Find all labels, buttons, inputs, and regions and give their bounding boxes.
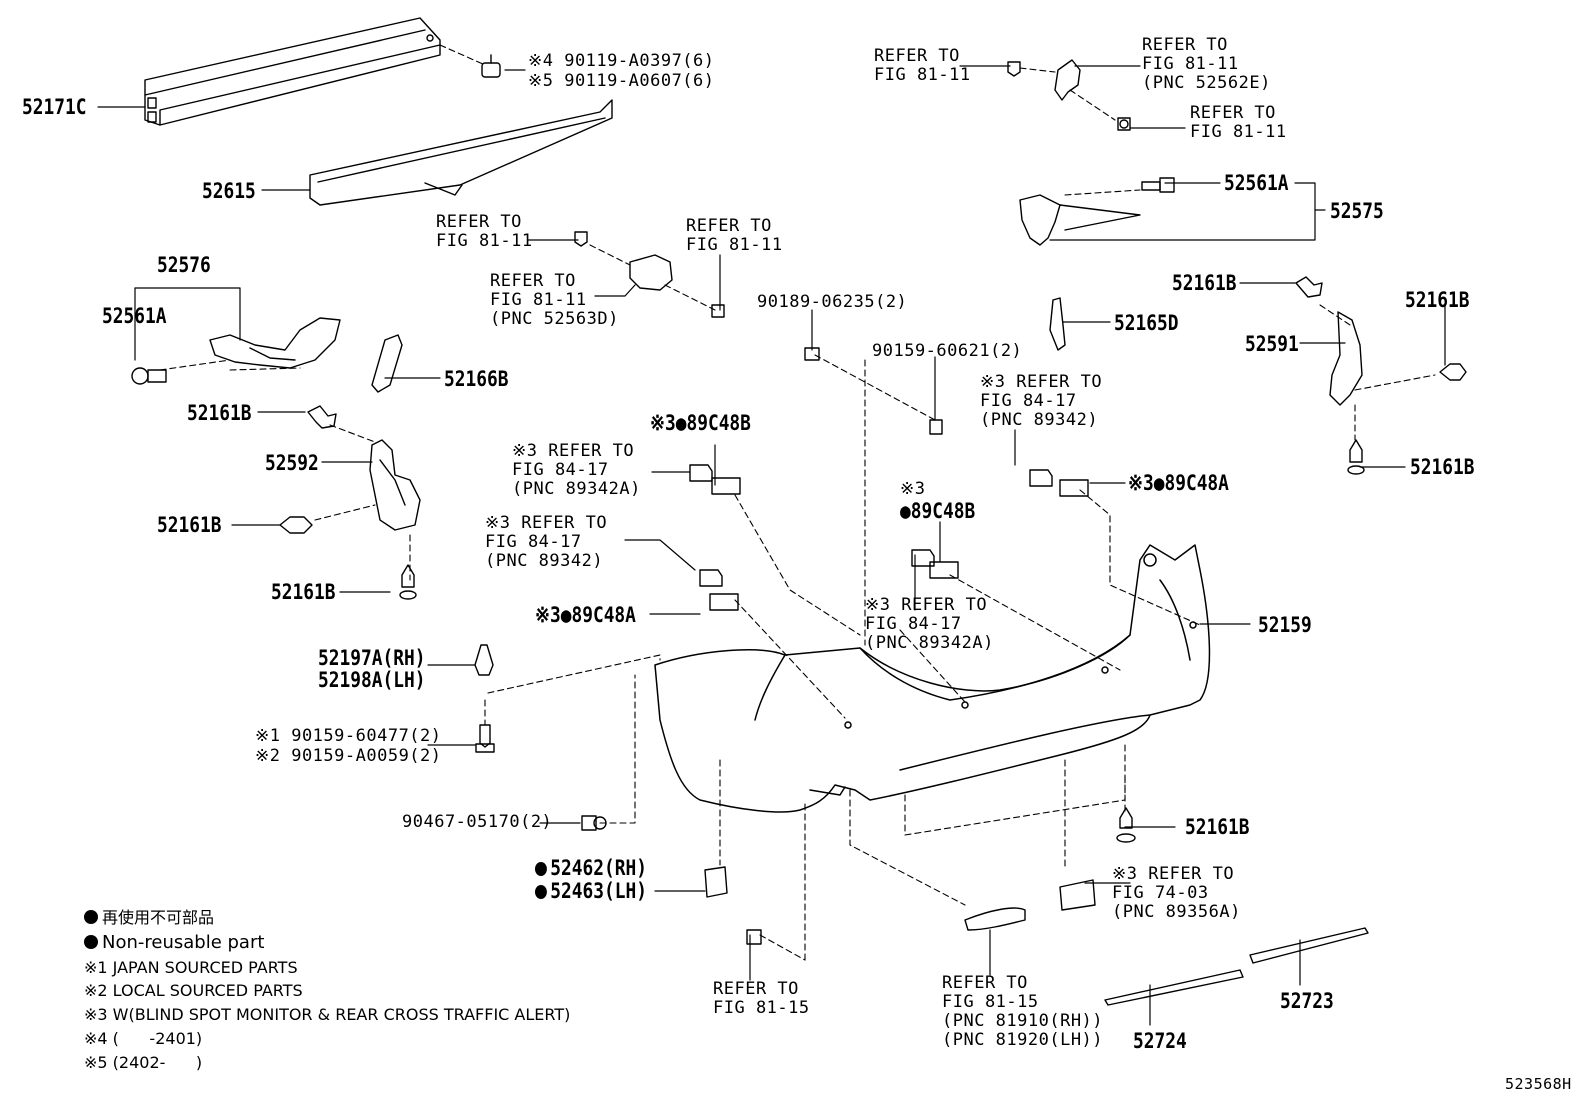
non-reusable-dot-icon — [84, 910, 98, 924]
retainer-52591 — [1295, 276, 1467, 475]
nut-90189-label: 90189-06235(2) — [757, 292, 908, 312]
bolt-90119-a0607-label: ※5 90119-A0607(6) — [528, 71, 715, 91]
refer-fig-81-15-right: REFER TO FIG 81-15 (PNC 81910(RH)) (PNC … — [942, 973, 1104, 1050]
clip-90467-label: 90467-05170(2) — [402, 812, 553, 832]
legend-jp-text: 再使用不可部品 — [102, 908, 215, 927]
refer-fig-84-17-pnc-89342a-left: ※3 REFER TO FIG 84-17 (PNC 89342A) — [512, 441, 641, 499]
legend-note-1: ※1 JAPAN SOURCED PARTS — [84, 958, 298, 977]
part-52575-label: 52575 — [1330, 199, 1384, 223]
non-reusable-dot-icon — [535, 862, 547, 876]
part-52561a-right-label: 52561A — [1224, 171, 1289, 195]
bumper-cover-52159[interactable] — [654, 544, 1211, 813]
assembly-lines — [159, 44, 1436, 961]
legend-note-2: ※2 LOCAL SOURCED PARTS — [84, 981, 303, 1000]
retainer-52592 — [369, 439, 421, 531]
part-52165d-label: 52165D — [1114, 311, 1179, 335]
legend-note-3: ※3 W(BLIND SPOT MONITOR & REAR CROSS TRA… — [84, 1005, 571, 1024]
part-52161b-lower-label: 52161B — [1185, 815, 1250, 839]
nut-90189 — [804, 347, 943, 435]
legend-item-non-reusable: Non-reusable part — [84, 931, 264, 954]
part-52161b-label-1: 52161B — [187, 401, 252, 425]
sensors — [689, 464, 1089, 611]
part-89c48a-right-label: ※3●89C48A — [1128, 471, 1229, 495]
screw-90159-a0059-label: ※2 90159-A0059(2) — [255, 746, 442, 766]
lower-parts — [746, 807, 1369, 1006]
part-89c48b-mid-label: ●89C48B — [900, 499, 976, 523]
part-52592-label: 52592 — [265, 451, 319, 475]
part-52166b-label: 52166B — [444, 367, 509, 391]
bracket-52563d — [574, 231, 725, 318]
part-52724-label: 52724 — [1133, 1029, 1187, 1053]
bolt-90119 — [481, 54, 501, 78]
bolt-90119-a0397-label: ※4 90119-A0397(6) — [528, 51, 715, 71]
non-reusable-dot-icon — [84, 935, 98, 949]
legend-item-jp: 再使用不可部品 — [84, 906, 214, 929]
refer-fig-81-11-mid2: REFER TO FIG 81-11 — [686, 216, 783, 255]
refer-fig-84-17-pnc-89342-left: ※3 REFER TO FIG 84-17 (PNC 89342) — [485, 513, 608, 571]
part-52197a-label: 52197A(RH) — [318, 646, 426, 670]
leader-lines — [97, 65, 1446, 1026]
part-52576-label: 52576 — [157, 253, 211, 277]
clip-52197a — [474, 644, 607, 831]
part-52463-label: 52463(LH) — [535, 880, 647, 903]
refer-fig-84-17-pnc-89342a-center: ※3 REFER TO FIG 84-17 (PNC 89342A) — [865, 595, 994, 653]
part-52462-label: 52462(RH) — [535, 857, 647, 880]
clip-52166b — [371, 334, 403, 393]
part-52561a-left-label: 52561A — [102, 304, 167, 328]
refer-fig-81-15-left: REFER TO FIG 81-15 — [713, 979, 810, 1018]
screw-90159-60621-label: 90159-60621(2) — [872, 341, 1023, 361]
screw-90159-60477-label: ※1 90159-60477(2) — [255, 726, 442, 746]
part-52723-label: 52723 — [1280, 989, 1334, 1013]
refer-fig-81-11-mid1: REFER TO FIG 81-11 — [436, 212, 533, 251]
part-52171c-label: 52171C — [22, 95, 87, 119]
part-52161b-right-label-3: 52161B — [1410, 455, 1475, 479]
legend-note-4: ※4 ( -2401) — [84, 1029, 203, 1048]
refer-fig-81-11-topright: REFER TO FIG 81-11 — [1190, 103, 1287, 142]
part-52161b-right-label-1: 52161B — [1172, 271, 1237, 295]
refer-fig-81-11-topleft: REFER TO FIG 81-11 — [874, 46, 971, 85]
refer-fig-81-11-pnc-52563d: REFER TO FIG 81-11 (PNC 52563D) — [490, 271, 619, 329]
reinforcement-52171c — [144, 17, 441, 126]
part-52161b-label-2: 52161B — [157, 513, 222, 537]
cover-52462 — [704, 866, 728, 898]
non-reusable-dot-icon — [535, 885, 547, 899]
part-52161b-label-3: 52161B — [271, 580, 336, 604]
refer-fig-84-17-pnc-89342-right: ※3 REFER TO FIG 84-17 (PNC 89342) — [980, 372, 1103, 430]
refer-fig-81-11-pnc-52562e: REFER TO FIG 81-11 (PNC 52562E) — [1142, 35, 1271, 93]
retainer-52562e — [1007, 59, 1131, 131]
note3-marker: ※3 — [900, 479, 926, 499]
diagram-id: 523568H — [1505, 1075, 1572, 1093]
bracket-52165d — [1049, 297, 1066, 351]
part-89c48a-left-label: ※3●89C48A — [535, 603, 636, 627]
part-52161b-right-label-2: 52161B — [1405, 288, 1470, 312]
part-52462-text: 52462(RH) — [550, 856, 648, 880]
part-52198a-label: 52198A(LH) — [318, 668, 426, 692]
legend-note-5: ※5 (2402- ) — [84, 1053, 203, 1072]
part-52615-label: 52615 — [202, 179, 256, 203]
bracket-52575 — [1019, 177, 1175, 246]
absorber-52615 — [309, 99, 613, 206]
legend-non-reusable-text: Non-reusable part — [102, 932, 265, 953]
clips-52161b-left — [279, 405, 417, 600]
part-52159-label[interactable]: 52159 — [1258, 613, 1312, 637]
part-52591-label: 52591 — [1245, 332, 1299, 356]
bracket-52576 — [131, 317, 341, 385]
part-52463-text: 52463(LH) — [550, 879, 648, 903]
part-89c48b-top-label: ※3●89C48B — [650, 411, 751, 435]
refer-fig-74-03: ※3 REFER TO FIG 74-03 (PNC 89356A) — [1112, 864, 1241, 922]
